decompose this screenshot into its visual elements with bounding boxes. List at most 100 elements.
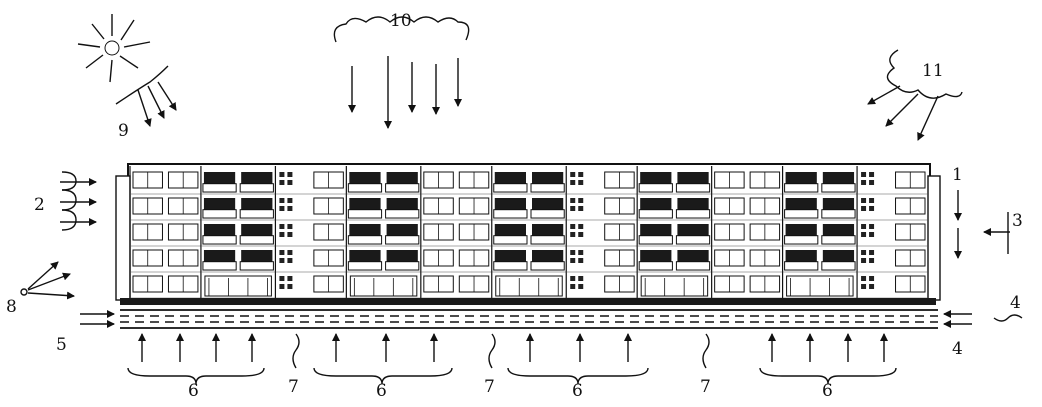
balcony-rail bbox=[821, 261, 856, 271]
balcony-rail bbox=[347, 209, 383, 219]
stair-window bbox=[279, 198, 285, 203]
balcony-window bbox=[532, 250, 564, 262]
balcony-rail bbox=[638, 209, 673, 219]
stair-window bbox=[869, 276, 875, 281]
stair-window bbox=[578, 232, 584, 237]
label-6a: 6 bbox=[188, 381, 199, 401]
stair-window bbox=[287, 250, 293, 255]
stair-window bbox=[287, 206, 293, 211]
balcony-window bbox=[241, 250, 273, 262]
balcony-window bbox=[386, 224, 418, 236]
balcony-rail bbox=[239, 209, 274, 219]
stair-window bbox=[287, 276, 293, 281]
stair-window bbox=[287, 198, 293, 203]
stair-window bbox=[861, 206, 867, 211]
stair-window bbox=[570, 172, 576, 177]
stair-window bbox=[578, 206, 584, 211]
stair-window bbox=[570, 250, 576, 255]
balcony-window bbox=[203, 198, 236, 210]
label-7a: 7 bbox=[288, 377, 299, 397]
label-9: 9 bbox=[118, 121, 129, 141]
stair-window bbox=[578, 172, 584, 177]
balcony-rail bbox=[493, 261, 528, 271]
stair-window bbox=[861, 180, 867, 185]
balcony-rail bbox=[530, 209, 565, 219]
label-11: 11 bbox=[922, 61, 944, 81]
wavy-markers-7 bbox=[292, 333, 710, 369]
stair-window bbox=[279, 250, 285, 255]
stair-window bbox=[279, 172, 285, 177]
entrance bbox=[640, 275, 709, 297]
noise-source-icon bbox=[20, 261, 75, 300]
stair-window bbox=[570, 198, 576, 203]
stair-window bbox=[570, 276, 576, 281]
label-4a: 4 bbox=[1010, 293, 1021, 313]
balcony-window bbox=[386, 250, 418, 262]
stair-window bbox=[578, 224, 584, 229]
stair-window bbox=[279, 284, 285, 289]
balcony-window bbox=[349, 172, 381, 184]
balcony-rail bbox=[385, 183, 420, 193]
stair-window bbox=[578, 276, 584, 281]
label-8: 8 bbox=[6, 297, 17, 317]
balcony-rail bbox=[675, 261, 711, 271]
balcony-window bbox=[241, 224, 273, 236]
balcony-window bbox=[640, 250, 672, 262]
stair-window bbox=[869, 284, 875, 289]
stair-window bbox=[869, 172, 875, 177]
stair-window bbox=[869, 224, 875, 229]
sun-icon bbox=[77, 14, 151, 83]
balcony-window bbox=[677, 224, 709, 236]
balcony-window bbox=[822, 250, 855, 262]
balcony-rail bbox=[385, 209, 420, 219]
label-4b: 4 bbox=[952, 339, 963, 359]
balcony-rail bbox=[239, 261, 274, 271]
balcony-window bbox=[349, 224, 381, 236]
stair-window bbox=[570, 232, 576, 237]
balcony-rail bbox=[530, 261, 565, 271]
balcony-rail bbox=[638, 261, 673, 271]
balcony-window bbox=[532, 172, 564, 184]
balcony-window bbox=[532, 198, 564, 210]
balcony-rail bbox=[784, 183, 819, 193]
stair-window bbox=[578, 198, 584, 203]
label-5: 5 bbox=[56, 335, 67, 355]
stair-window bbox=[861, 284, 867, 289]
balcony-rail bbox=[493, 235, 528, 245]
balcony-rail bbox=[385, 235, 420, 245]
balcony-window bbox=[349, 250, 381, 262]
balcony-window bbox=[494, 172, 526, 184]
label-6b: 6 bbox=[376, 381, 387, 401]
ground-arrows-group-1 bbox=[127, 333, 265, 385]
balcony-window bbox=[640, 198, 672, 210]
storm-cloud-icon bbox=[867, 49, 963, 141]
stair-window bbox=[570, 224, 576, 229]
stair-window bbox=[279, 258, 285, 263]
balcony-rail bbox=[784, 209, 819, 219]
label-10: 10 bbox=[390, 11, 412, 31]
balcony-window bbox=[494, 224, 526, 236]
stair-window bbox=[279, 206, 285, 211]
balcony-window bbox=[640, 224, 672, 236]
balcony-window bbox=[203, 224, 236, 236]
balcony-window bbox=[241, 172, 273, 184]
balcony-window bbox=[785, 224, 817, 236]
stair-window bbox=[861, 232, 867, 237]
stair-window bbox=[861, 258, 867, 263]
building-facade bbox=[115, 163, 941, 305]
stair-window bbox=[869, 198, 875, 203]
stair-window bbox=[861, 172, 867, 177]
balcony-rail bbox=[202, 235, 237, 245]
balcony-rail bbox=[675, 183, 711, 193]
balcony-window bbox=[386, 172, 418, 184]
stair-window bbox=[578, 180, 584, 185]
stair-window bbox=[861, 250, 867, 255]
label-7b: 7 bbox=[484, 377, 495, 397]
label-6c: 6 bbox=[572, 381, 583, 401]
balcony-rail bbox=[347, 235, 383, 245]
stair-window bbox=[279, 276, 285, 281]
balcony-rail bbox=[202, 261, 237, 271]
balcony-rail bbox=[821, 183, 856, 193]
stair-window bbox=[279, 180, 285, 185]
label-1: 1 bbox=[952, 165, 963, 185]
